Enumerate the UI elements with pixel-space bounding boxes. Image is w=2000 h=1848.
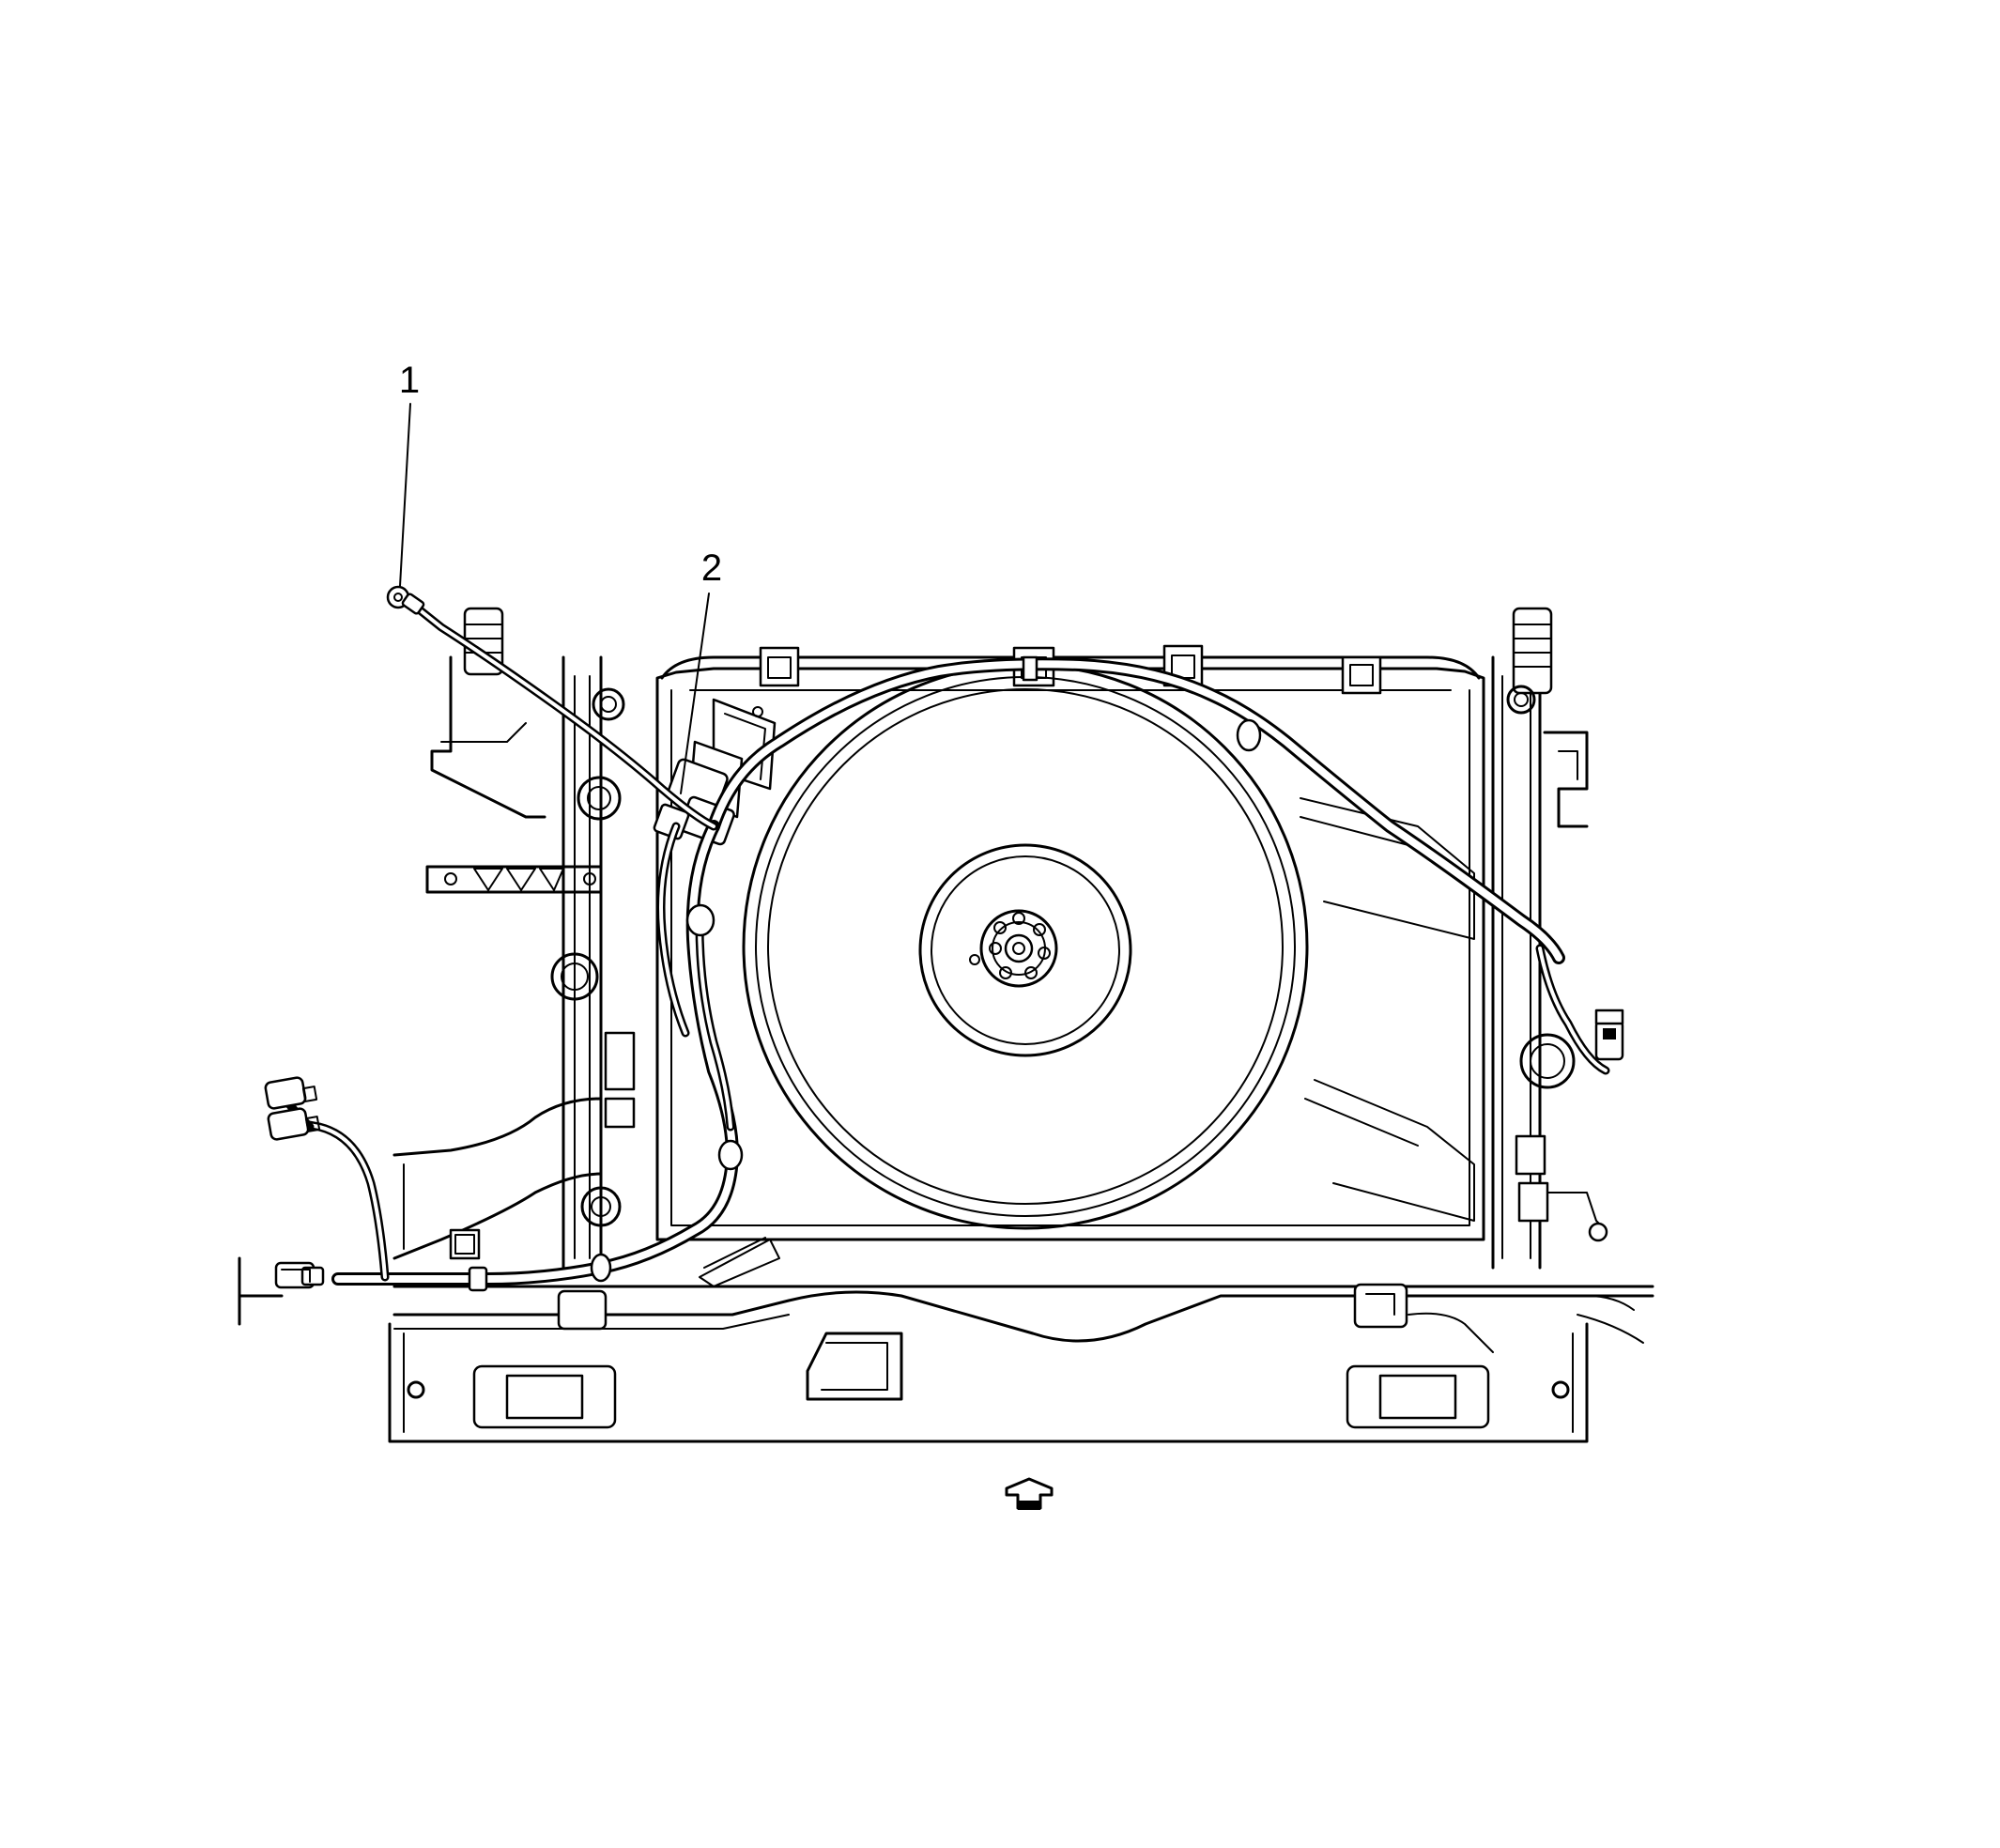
radiator-support-frame — [238, 607, 1654, 1443]
up-arrow-icon — [1005, 1477, 1054, 1510]
callout-2: 2 — [680, 547, 722, 794]
wiring-harness — [264, 655, 1624, 1292]
ground-wire — [386, 585, 718, 831]
callout-1: 1 — [399, 360, 420, 587]
callout-label-1: 1 — [399, 360, 420, 401]
cooling-fan — [742, 663, 1309, 1230]
callout-label-2: 2 — [701, 547, 722, 589]
